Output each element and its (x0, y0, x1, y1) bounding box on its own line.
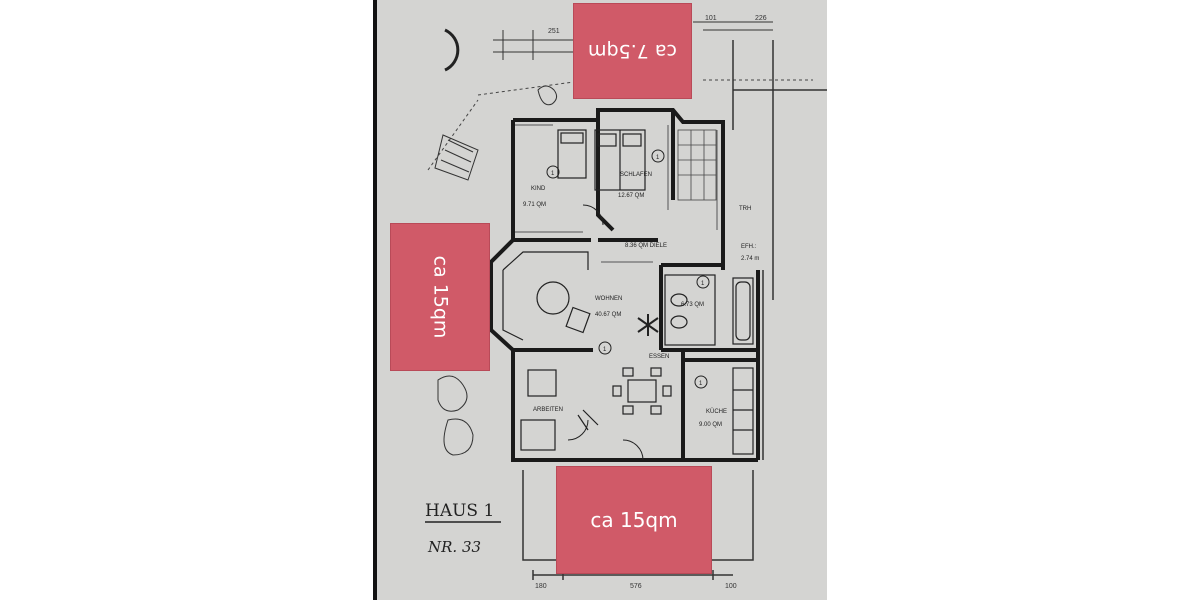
outdoor-steps (434, 134, 479, 181)
room-kind-area: 9.71 QM (523, 202, 546, 208)
room-bad: 1 6.73 QM (681, 275, 710, 308)
area-overlay-top-label: ca 7.5qm (588, 40, 677, 62)
room-schlafen: 1 SCHLAFEN 12.67 QM (618, 149, 665, 199)
dim-bottom-right: 100 (725, 583, 737, 590)
room-bad-area: 6.73 QM (681, 302, 704, 308)
wall-hatching (515, 124, 718, 263)
area-overlay-left: ca 15qm (390, 223, 490, 371)
scan-border (373, 0, 377, 600)
shrubbery (437, 85, 558, 456)
plant-icon (637, 314, 659, 336)
dim-bottom-left: 180 (535, 583, 547, 590)
room-wohnen-area: 40.67 QM (595, 312, 621, 318)
room-efh-label: EFH.: (741, 244, 757, 250)
room-kind: 1 KIND 9.71 QM (523, 165, 560, 208)
room-essen-label: ESSEN (649, 354, 669, 360)
double-bed (594, 129, 646, 191)
haus-label: HAUS 1 (425, 501, 494, 521)
room-wohnen-number: 1 (603, 347, 607, 353)
study-desk (520, 369, 599, 451)
bath-fixtures (664, 274, 754, 346)
dim-top-c: 226 (755, 15, 767, 22)
bathroom-tiles (677, 129, 717, 201)
room-schlafen-area: 12.67 QM (618, 193, 644, 199)
top-dimension-lines (493, 21, 773, 60)
adjacent-unit-lines (732, 40, 827, 460)
room-kueche-name: KÜCHE (706, 408, 727, 415)
area-overlay-top: ca 7.5qm (573, 3, 692, 99)
room-kind-name: KIND (531, 186, 546, 192)
room-kueche-number: 1 (699, 381, 703, 387)
kitchen-counters (732, 367, 754, 455)
dim-top-b: 251 (548, 28, 560, 35)
dim-bottom-mid: 576 (630, 583, 642, 590)
area-overlay-left-label: ca 15qm (429, 255, 451, 339)
room-kueche-area: 9.00 QM (699, 422, 722, 428)
area-overlay-bottom: ca 15qm (556, 466, 712, 574)
nr-label: NR. 33 (427, 538, 481, 556)
room-wohnen: WOHNEN 40.67 QM 1 (595, 296, 622, 355)
room-kind-number: 1 (551, 171, 555, 177)
room-bad-number: 1 (701, 281, 705, 287)
room-schlafen-number: 1 (656, 155, 660, 161)
door-swings (567, 204, 644, 461)
room-diele-label: 8.36 QM DIELE (625, 243, 667, 249)
dining-table (612, 367, 672, 415)
building-walls (489, 108, 760, 462)
room-schlafen-name: SCHLAFEN (620, 172, 652, 178)
sofa-set (502, 251, 591, 341)
room-kueche: 1 KÜCHE 9.00 QM (694, 375, 727, 428)
area-overlay-bottom-label: ca 15qm (590, 508, 678, 532)
single-bed (557, 129, 587, 179)
terrace-boundary (427, 77, 813, 171)
room-trh-label: TRH (739, 206, 751, 212)
room-efh-value: 2.74 m (741, 256, 759, 262)
dim-top-a: 101 (705, 15, 717, 22)
floor-plan-drawing: 101 251 226 (425, 15, 827, 590)
compass-arc (444, 28, 460, 72)
room-wohnen-name: WOHNEN (595, 296, 622, 302)
room-arbeiten-label: ARBEITEN (533, 407, 563, 413)
